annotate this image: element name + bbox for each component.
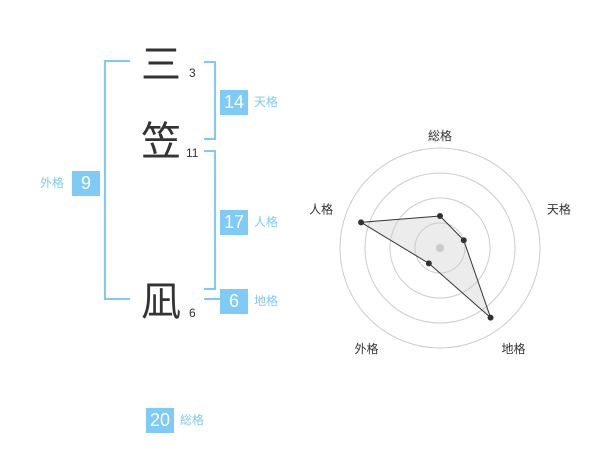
radar-axis-label-3: 地格 xyxy=(501,341,525,356)
radar-ring-4 xyxy=(339,147,541,349)
tenkaku-bracket xyxy=(204,61,216,140)
radar-axis-label-5: 人格 xyxy=(309,201,333,216)
stroke-count-3: 6 xyxy=(189,306,196,320)
soukaku-value: 20 xyxy=(146,408,174,433)
radar-ring-2 xyxy=(389,197,491,299)
jinkaku-bracket xyxy=(204,150,216,290)
jinkaku-value: 17 xyxy=(220,210,248,235)
tenkaku-label: 天格 xyxy=(254,95,279,109)
radar-ring-3 xyxy=(364,172,516,324)
tenkaku-value: 14 xyxy=(220,90,248,115)
gaikaku-value: 9 xyxy=(72,171,100,196)
chikaku-value: 6 xyxy=(220,289,248,314)
stroke-count-1: 3 xyxy=(189,66,196,80)
radar-axis-label-2: 天格 xyxy=(547,201,571,216)
radar-point-1 xyxy=(437,213,443,219)
radar-center-dot xyxy=(436,244,444,252)
name-char-3: 凪 xyxy=(141,279,181,325)
soukaku-label: 総格 xyxy=(180,413,205,427)
chikaku-connector xyxy=(204,298,220,300)
radar-series-area xyxy=(359,215,492,320)
gaikaku-label: 外格 xyxy=(40,176,65,190)
radar-axis-label-4: 外格 xyxy=(355,341,379,356)
radar-axis-label-1: 総格 xyxy=(428,128,452,143)
name-char-2: 笠 xyxy=(141,119,181,165)
radar-point-4 xyxy=(425,260,432,267)
radar-point-2 xyxy=(460,237,467,244)
name-char-1: 三 xyxy=(141,42,181,88)
radar-point-3 xyxy=(487,314,494,321)
stroke-count-2: 11 xyxy=(186,146,199,160)
chikaku-label: 地格 xyxy=(254,294,279,308)
gaikaku-bracket xyxy=(104,60,130,300)
radar-point-5 xyxy=(358,219,365,226)
jinkaku-label: 人格 xyxy=(254,215,279,229)
